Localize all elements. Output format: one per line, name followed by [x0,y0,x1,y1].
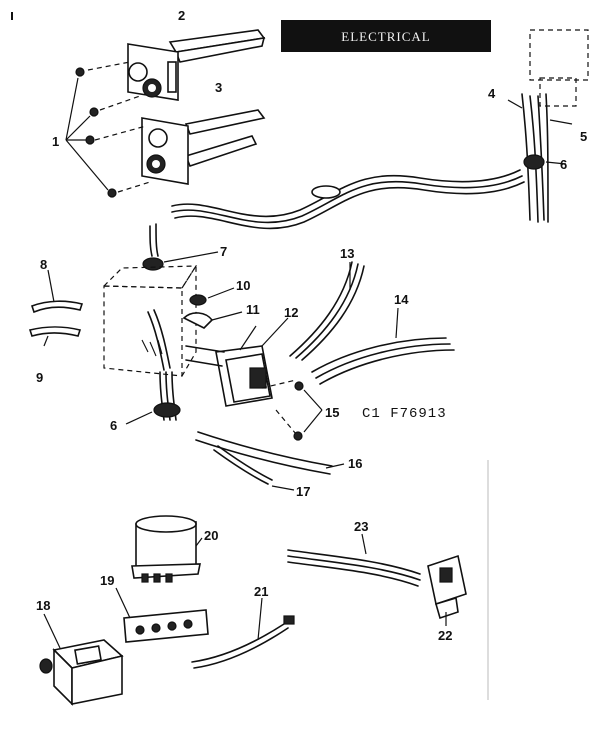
part-label-6-upper: 6 [560,157,567,172]
part-label-15: 15 [325,405,339,420]
part-label-23: 23 [354,519,368,534]
figure-code: C1 F76913 [362,406,447,422]
terminal-strip [115,587,209,643]
part-label-17: 17 [296,484,310,499]
transformer-screws [261,379,323,441]
part-label-22: 22 [438,628,452,643]
mounting-screws [65,61,151,198]
part-label-12: 12 [284,305,298,320]
part-label-9: 9 [36,370,43,385]
part-label-5: 5 [580,129,587,144]
part-label-18: 18 [36,598,50,613]
title-text: ELECTRICAL [341,29,430,44]
main-wire-harness [149,169,525,257]
title-banner: ELECTRICAL [281,20,491,52]
part-label-6-lower: 6 [110,418,117,433]
right-wire-bundle [507,29,589,223]
lead-wires-13-14 [289,261,455,385]
capacitor [131,515,203,583]
lampholder-bracket-upper [127,29,266,101]
wire-connectors-8-9 [28,269,84,347]
part-label-10: 10 [236,278,250,293]
nut-and-clip [182,287,243,329]
part-label-19: 19 [100,573,114,588]
part-labels: 2 3 1 4 5 6 7 8 10 11 12 13 14 9 15 C1 F… [36,8,587,643]
part-label-14: 14 [394,292,409,307]
part-label-2: 2 [178,8,185,23]
part-label-8: 8 [40,257,47,272]
ground-lead [191,597,295,669]
junction-box [102,251,219,425]
part-label-20: 20 [204,528,218,543]
part-label-21: 21 [254,584,268,599]
cord-and-switch [287,533,467,626]
transformer [185,317,289,407]
ballast-box [39,613,124,706]
part-label-3: 3 [215,80,222,95]
part-label-11: 11 [246,302,260,317]
lead-wires-16-17 [195,431,345,491]
part-label-7: 7 [220,244,227,259]
part-label-13: 13 [340,246,354,261]
part-label-16: 16 [348,456,362,471]
part-label-4: 4 [488,86,496,101]
lampholder-bracket-lower [141,109,266,185]
part-label-1: 1 [52,134,59,149]
